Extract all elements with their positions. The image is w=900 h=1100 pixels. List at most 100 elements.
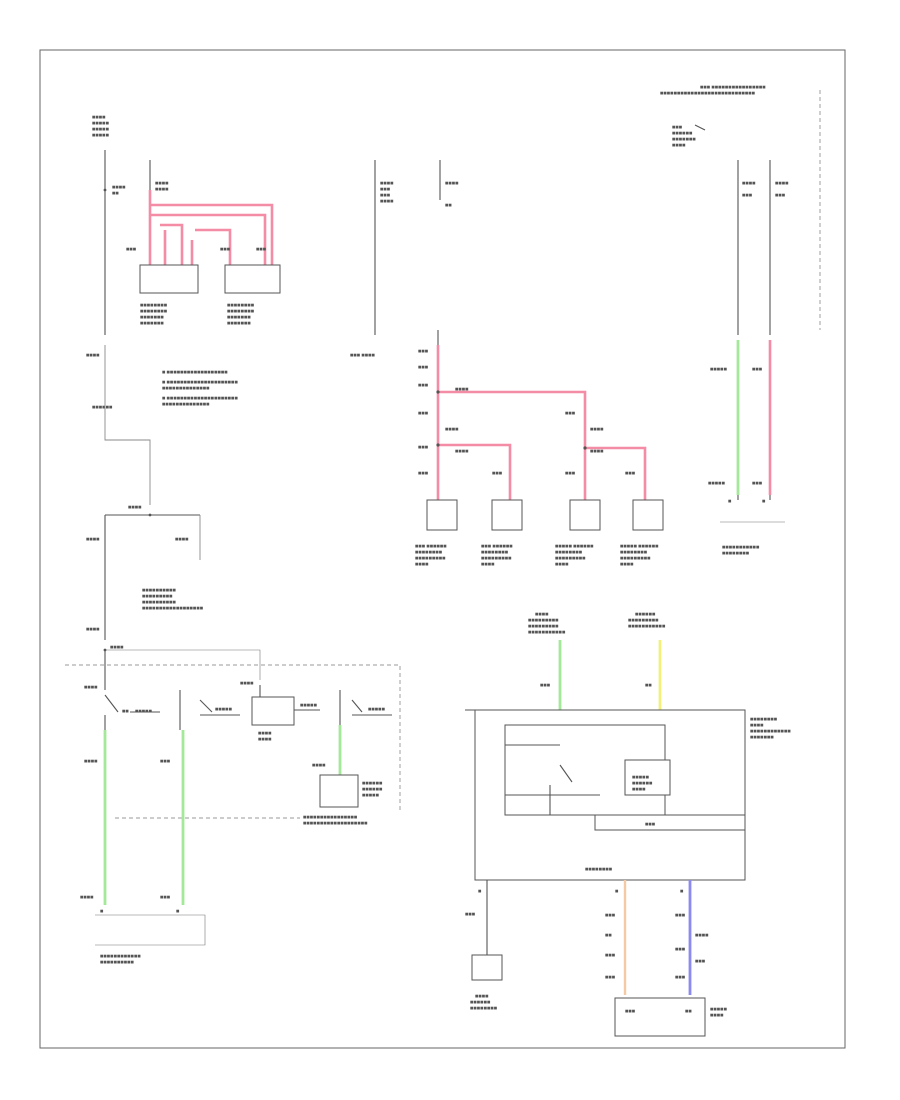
svg-text:■■■■■■■■■■■■■■■■■■: ■■■■■■■■■■■■■■■■■■	[142, 606, 204, 610]
internal-block	[624, 759, 671, 796]
svg-text:■■■■■■■■■: ■■■■■■■■■	[555, 556, 586, 560]
svg-text:■■■: ■■■	[742, 193, 753, 197]
svg-text:■■■■: ■■■■	[481, 562, 495, 566]
svg-text:■■■: ■■■	[380, 193, 391, 197]
svg-text:■■■■: ■■■■	[455, 387, 469, 391]
svg-text:■■■■■■■■■■■■: ■■■■■■■■■■■■	[100, 954, 141, 958]
svg-text:■■■: ■■■	[160, 895, 171, 899]
svg-text:■■■■■■■■■: ■■■■■■■■■	[620, 556, 651, 560]
svg-text:■■■■■■: ■■■■■■	[362, 781, 383, 785]
component-box-center-2	[491, 499, 523, 531]
svg-text:■: ■	[728, 499, 732, 503]
svg-text:■■■■: ■■■■	[415, 562, 429, 566]
svg-text:■■■: ■■■	[418, 411, 429, 415]
svg-text:■■■■■■■■■■■■■■■■■■■: ■■■■■■■■■■■■■■■■■■■	[303, 821, 368, 825]
svg-text:■■■■: ■■■■	[312, 763, 326, 767]
svg-text:■■■■: ■■■■	[710, 1013, 724, 1017]
svg-text:■■■■■■: ■■■■■■	[672, 131, 693, 135]
svg-text:■■■■: ■■■■	[92, 115, 106, 119]
svg-text:■■■■■■■■■: ■■■■■■■■■	[528, 618, 559, 622]
svg-text:■■■■■■■■: ■■■■■■■■	[620, 550, 648, 554]
diagram-frame	[39, 49, 846, 1049]
svg-text:■■■■■■■■■■■■■■: ■■■■■■■■■■■■■■	[162, 402, 210, 406]
svg-text:■■■ ■■■■■■: ■■■ ■■■■■■	[415, 544, 447, 548]
ground-connector-box	[471, 954, 503, 981]
svg-text:■■■■■■■■■■: ■■■■■■■■■■	[142, 600, 177, 604]
svg-text:■■■■: ■■■■	[110, 645, 124, 649]
svg-text:■■■■■■■■: ■■■■■■■■	[585, 867, 613, 871]
svg-text:■■■■: ■■■■	[590, 449, 604, 453]
svg-text:■■■■■■: ■■■■■■	[635, 612, 656, 616]
svg-text:■■■■: ■■■■	[86, 627, 100, 631]
svg-text:■■■: ■■■	[645, 822, 656, 826]
svg-text:■■■■: ■■■■	[86, 353, 100, 357]
svg-text:■■■■■ ■■■■■■: ■■■■■ ■■■■■■	[620, 544, 659, 548]
svg-text:■■■■■■: ■■■■■■	[470, 1000, 491, 1004]
component-box-center-1	[426, 499, 458, 531]
svg-text:■■■■: ■■■■	[155, 187, 169, 191]
svg-text:■■■: ■■■	[160, 759, 171, 763]
svg-text:■■■■■: ■■■■■	[92, 121, 110, 125]
svg-text:■ ■■■■■■■■■■■■■■■■■■■■■: ■ ■■■■■■■■■■■■■■■■■■■■■	[162, 396, 238, 400]
svg-text:■■■■: ■■■■	[128, 505, 142, 509]
svg-text:■■■■: ■■■■	[258, 737, 272, 741]
svg-text:■■■■■: ■■■■■	[92, 133, 110, 137]
svg-text:■■■: ■■■	[220, 247, 231, 251]
component-box-center-3	[569, 499, 601, 531]
svg-text:■ ■■■■■■■■■■■■■■■■■■■■■: ■ ■■■■■■■■■■■■■■■■■■■■■	[162, 380, 238, 384]
svg-text:■■■■■: ■■■■■	[215, 707, 233, 711]
svg-text:■■■■■■■■■■■: ■■■■■■■■■■■	[528, 630, 566, 634]
svg-text:■■■: ■■■	[256, 247, 267, 251]
svg-text:■■■■: ■■■■	[742, 181, 756, 185]
svg-text:■■■■: ■■■■	[620, 562, 634, 566]
relay-box	[251, 696, 295, 726]
svg-text:■■: ■■	[685, 1009, 692, 1013]
svg-text:■■■ ■■■■: ■■■ ■■■■	[350, 353, 376, 357]
trailer-component-box	[319, 774, 359, 808]
svg-text:■■■■■: ■■■■■	[92, 127, 110, 131]
svg-text:■■■■: ■■■■	[155, 181, 169, 185]
svg-text:■■■■■: ■■■■■	[632, 775, 650, 779]
svg-text:■■: ■■	[605, 933, 612, 937]
svg-text:■: ■	[615, 889, 619, 893]
left-power-section: ■■■■■■■■■ ■■■■■■■■■■ ■■■■■■ ■■■■■■■■ ■■■…	[86, 115, 281, 640]
svg-text:■■■■■■■■: ■■■■■■■■	[555, 550, 583, 554]
svg-text:■■■ ■■■■■■■■■■■■■■■■: ■■■ ■■■■■■■■■■■■■■■■	[700, 85, 766, 89]
svg-text:■■■■■■■■■■■: ■■■■■■■■■■■	[628, 624, 666, 628]
svg-text:■■■: ■■■	[126, 247, 137, 251]
svg-text:■■■: ■■■	[418, 365, 429, 369]
svg-text:■■■■■■■: ■■■■■■■	[750, 735, 774, 739]
svg-text:■■■■■■■■■■■■■■■■■■■■■■■■■■■■: ■■■■■■■■■■■■■■■■■■■■■■■■■■■■	[660, 91, 756, 95]
svg-text:■■■■: ■■■■	[86, 537, 100, 541]
svg-text:■■■■■: ■■■■■	[710, 367, 728, 371]
svg-text:■■■■■: ■■■■■	[708, 481, 726, 485]
svg-text:■■■: ■■■	[565, 411, 576, 415]
svg-text:■■■■■: ■■■■■	[300, 703, 318, 707]
svg-text:■■■ ■■■■■■: ■■■ ■■■■■■	[481, 544, 513, 548]
svg-text:■■■: ■■■	[540, 683, 551, 687]
control-module-section: ■■■■■■■■■■■■■ ■■■■■■■■■■■■■■■■■■■■ ■■■■■…	[465, 612, 791, 1037]
svg-text:■■■■■■■■■: ■■■■■■■■■	[142, 594, 173, 598]
svg-text:■■■■■■■■: ■■■■■■■■	[470, 1006, 498, 1010]
component-box-center-4	[632, 499, 664, 531]
svg-text:■■■■: ■■■■	[445, 427, 459, 431]
svg-text:■■■■■■■■: ■■■■■■■■	[722, 551, 750, 555]
component-box-left-2	[224, 264, 281, 294]
svg-text:■■: ■■	[645, 683, 652, 687]
svg-text:■■■■■■■■: ■■■■■■■■	[227, 303, 255, 307]
svg-text:■■■: ■■■	[675, 975, 686, 979]
svg-text:■■■■■■■■: ■■■■■■■■	[750, 717, 778, 721]
svg-text:■■■■■■■■■■■■■■■■: ■■■■■■■■■■■■■■■■	[303, 815, 358, 819]
svg-text:■■: ■■	[445, 203, 452, 207]
svg-text:■ ■■■■■■■■■■■■■■■■■■: ■ ■■■■■■■■■■■■■■■■■■	[162, 370, 228, 374]
svg-text:■■■■■: ■■■■■	[710, 1007, 728, 1011]
svg-text:■■■■: ■■■■	[750, 723, 764, 727]
svg-text:■■■■: ■■■■	[535, 612, 549, 616]
svg-text:■■■■■■: ■■■■■■	[632, 781, 653, 785]
svg-text:■■■■■ ■■■■■■: ■■■■■ ■■■■■■	[555, 544, 594, 548]
svg-text:■■■: ■■■	[625, 1009, 636, 1013]
svg-text:■: ■	[478, 889, 482, 893]
svg-text:■■■■■■■■■■■: ■■■■■■■■■■■	[722, 545, 760, 549]
svg-text:■■■■■■■: ■■■■■■■	[140, 321, 164, 325]
